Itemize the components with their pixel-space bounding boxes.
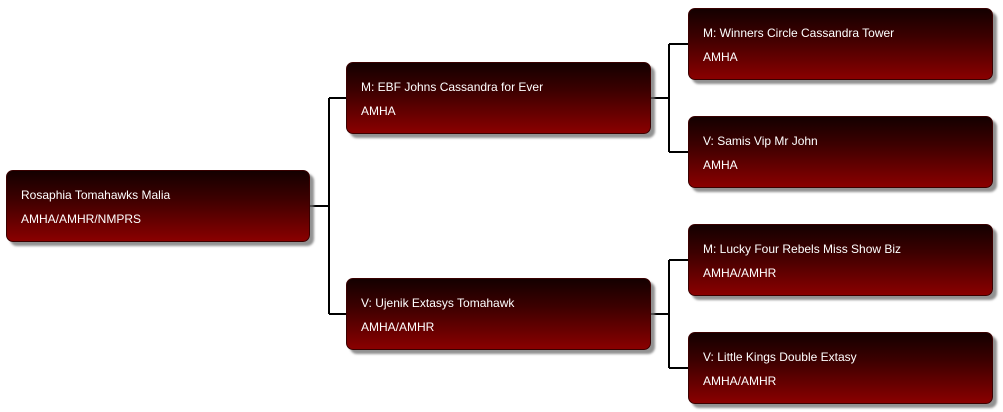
pedigree-node-sire[interactable]: V: Ujenik Extasys Tomahawk AMHA/AMHR bbox=[346, 278, 651, 350]
pedigree-node-subject[interactable]: Rosaphia Tomahawks Malia AMHA/AMHR/NMPRS bbox=[6, 170, 310, 242]
horse-registry: AMHA/AMHR bbox=[703, 374, 777, 388]
pedigree-node-sire-dam[interactable]: M: Lucky Four Rebels Miss Show Biz AMHA/… bbox=[688, 224, 993, 296]
pedigree-node-dam[interactable]: M: EBF Johns Cassandra for Ever AMHA bbox=[346, 62, 651, 134]
horse-registry: AMHA bbox=[361, 104, 396, 118]
horse-name: V: Little Kings Double Extasy bbox=[703, 350, 857, 364]
horse-registry: AMHA bbox=[703, 158, 738, 172]
horse-registry: AMHA/AMHR bbox=[703, 266, 777, 280]
horse-name: M: Winners Circle Cassandra Tower bbox=[703, 26, 895, 40]
pedigree-node-dam-dam[interactable]: M: Winners Circle Cassandra Tower AMHA bbox=[688, 8, 993, 80]
connector-dam-to-grandparents bbox=[651, 43, 688, 153]
horse-name: Rosaphia Tomahawks Malia bbox=[21, 188, 171, 202]
horse-registry: AMHA/AMHR/NMPRS bbox=[21, 212, 142, 226]
connector-sire-to-grandparents bbox=[651, 259, 688, 369]
pedigree-node-dam-sire[interactable]: V: Samis Vip Mr John AMHA bbox=[688, 116, 993, 188]
horse-registry: AMHA bbox=[703, 50, 738, 64]
horse-name: V: Ujenik Extasys Tomahawk bbox=[361, 296, 515, 310]
horse-name: M: Lucky Four Rebels Miss Show Biz bbox=[703, 242, 902, 256]
horse-name: M: EBF Johns Cassandra for Ever bbox=[361, 80, 544, 94]
horse-name: V: Samis Vip Mr John bbox=[703, 134, 818, 148]
connector-subject-to-parents bbox=[310, 97, 346, 315]
pedigree-node-sire-sire[interactable]: V: Little Kings Double Extasy AMHA/AMHR bbox=[688, 332, 993, 404]
horse-registry: AMHA/AMHR bbox=[361, 320, 435, 334]
